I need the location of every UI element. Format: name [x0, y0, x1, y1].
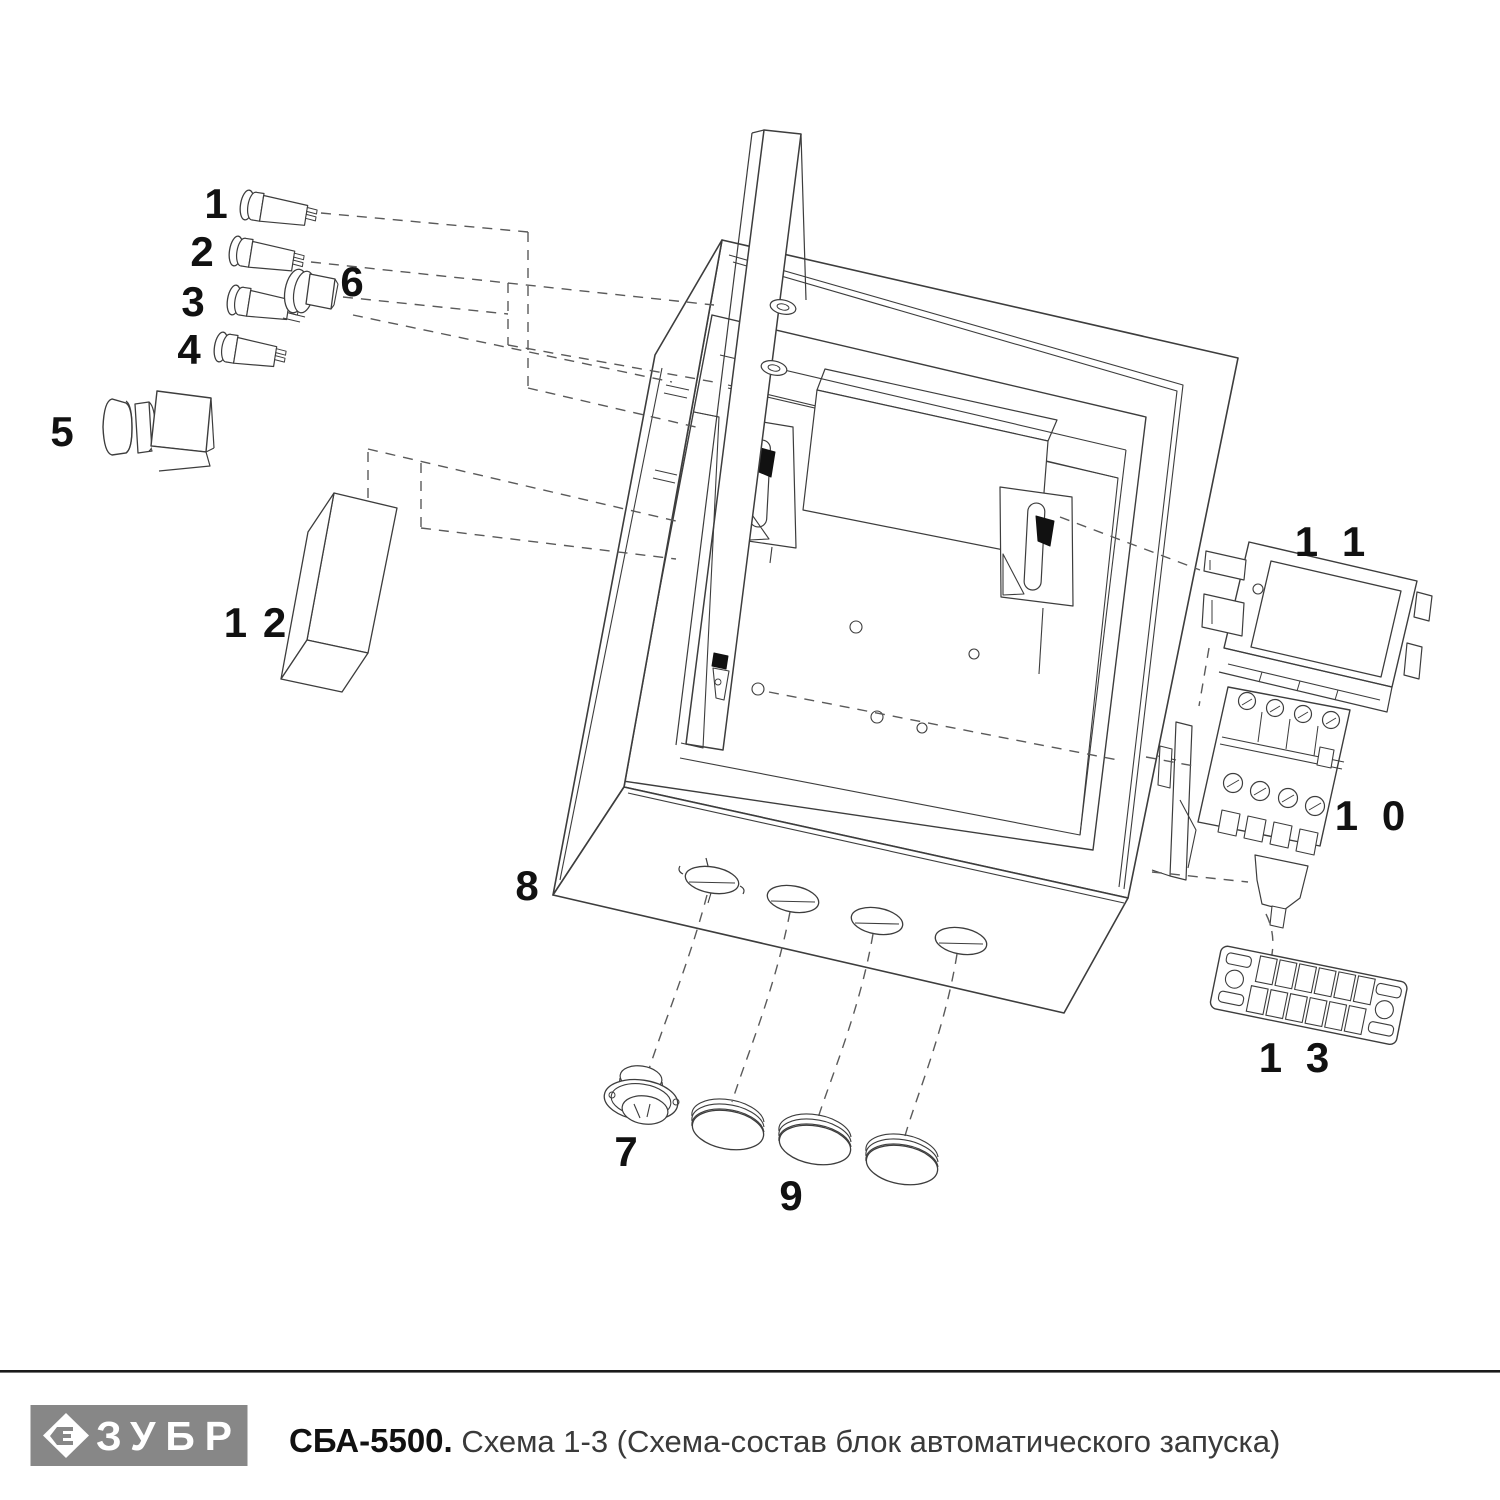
svg-text:4: 4: [177, 326, 201, 373]
svg-text:5: 5: [50, 408, 73, 455]
svg-text:6: 6: [340, 258, 363, 305]
svg-text:1 1: 1 1: [1295, 518, 1371, 565]
svg-text:1 0: 1 0: [1335, 792, 1411, 839]
svg-text:1: 1: [204, 180, 227, 227]
svg-text:9: 9: [779, 1172, 802, 1219]
svg-text:7: 7: [614, 1128, 637, 1175]
svg-text:1 2: 1 2: [224, 599, 288, 646]
svg-text:3: 3: [181, 278, 204, 325]
svg-text:1 3: 1 3: [1259, 1034, 1335, 1081]
svg-text:8: 8: [515, 862, 538, 909]
svg-text:2: 2: [190, 228, 213, 275]
svg-text:СБА-5500. Схема 1-3 (Схема-сос: СБА-5500. Схема 1-3 (Схема-состав блок а…: [289, 1422, 1280, 1459]
